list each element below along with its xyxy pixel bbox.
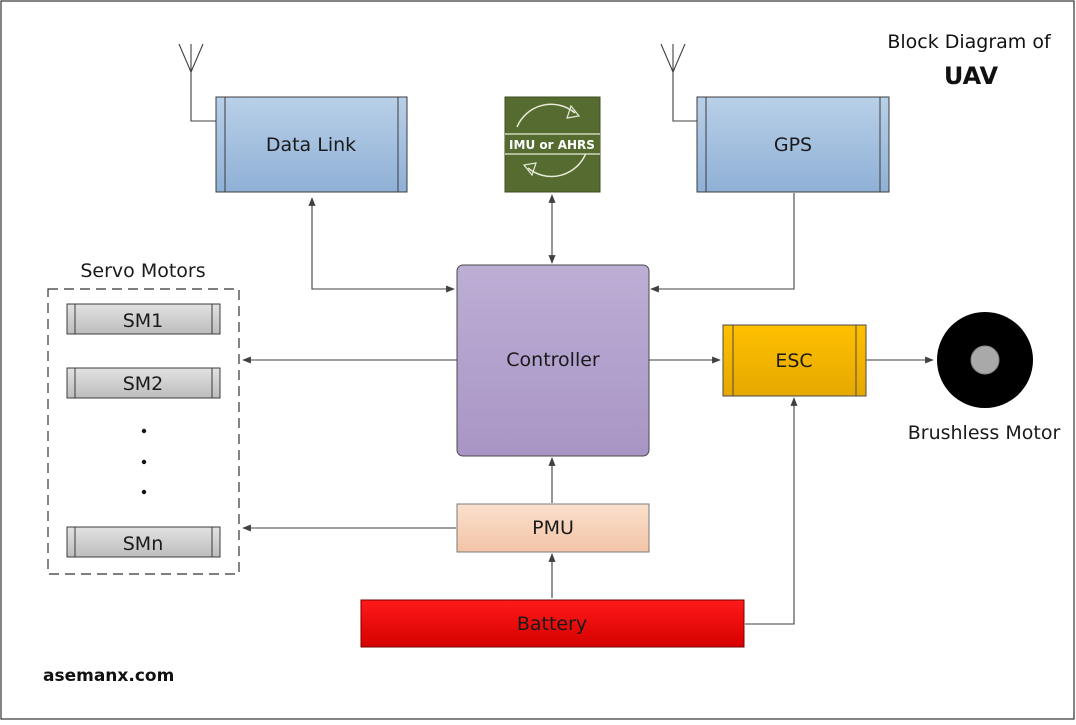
data-link-block: Data Link (215, 96, 408, 193)
battery-label: Battery (517, 613, 587, 635)
battery-esc-link (745, 397, 798, 625)
gps-controller-link (650, 193, 795, 293)
servo-sm2-label: SM2 (123, 373, 164, 395)
servo-smn-label: SMn (123, 533, 164, 555)
motor-shaft-icon (970, 345, 1000, 375)
pmu-label: PMU (532, 517, 574, 539)
esc-label: ESC (775, 350, 812, 372)
controller-block: Controller (456, 264, 650, 457)
brushless-motor-label: Brushless Motor (908, 422, 1061, 444)
servo-sm2: SM2 (66, 367, 221, 399)
servo-smn: SMn (66, 526, 221, 558)
controller-label: Controller (506, 349, 600, 371)
gps-antenna-icon (660, 43, 697, 122)
esc-block: ESC (722, 324, 867, 397)
datalink-controller-link (308, 197, 455, 293)
diagram-title-line2: UAV (944, 62, 999, 90)
servo-ellipsis-icon (141, 428, 147, 495)
pmu-block: PMU (456, 503, 650, 553)
servo-sm1: SM1 (66, 303, 221, 335)
gps-label: GPS (774, 134, 812, 156)
website-label: asemanx.com (43, 666, 174, 686)
servo-sm1-label: SM1 (123, 310, 164, 332)
data-link-antenna-icon (178, 43, 216, 122)
brushless-motor: Brushless Motor (908, 312, 1061, 444)
battery-block: Battery (360, 599, 745, 648)
diagram-title-line1: Block Diagram of (887, 31, 1052, 53)
servo-motors-label: Servo Motors (80, 260, 205, 282)
servo-motors-group: Servo Motors SM1 SM2 SMn (47, 260, 240, 575)
imu-rotation-icon (516, 103, 587, 178)
data-link-label: Data Link (266, 134, 356, 156)
imu-block: IMU or AHRS (504, 96, 601, 193)
gps-block: GPS (696, 96, 890, 193)
servo-group-boundary (47, 288, 240, 575)
imu-label: IMU or AHRS (509, 138, 595, 152)
